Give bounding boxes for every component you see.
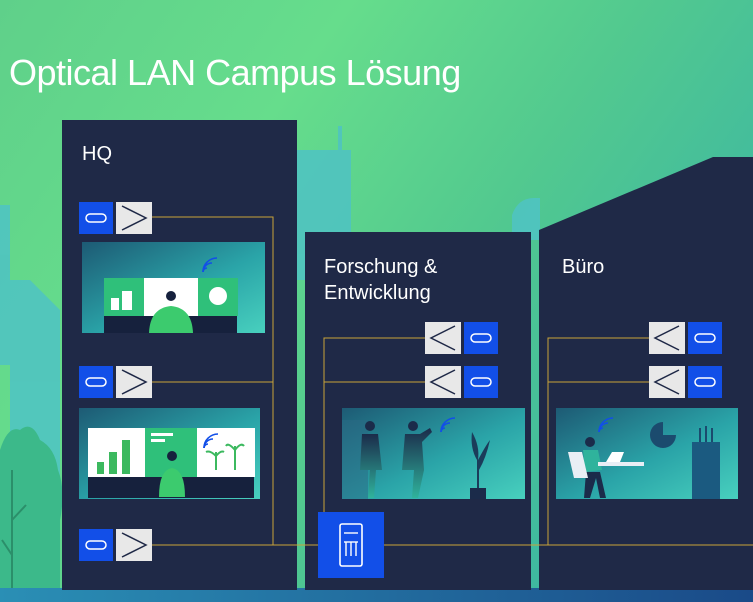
ground-strip [0,588,753,602]
office-desk-scene [556,408,738,499]
ont-device-icon [688,366,722,398]
splitter-icon [116,202,152,234]
ont-device-icon [79,202,113,234]
ont-device-icon [688,322,722,354]
wifi-icon [203,433,219,449]
building-label-hq: HQ [82,143,112,165]
wifi-icon [598,417,614,433]
ont-device-icon [79,529,113,561]
data-presentation-scene [79,408,260,499]
ont-device-icon [464,322,498,354]
building-label-office: Büro [562,256,605,278]
building-label-research: Forschung & Entwicklung [324,254,437,306]
olt-switch-icon [318,512,384,578]
wifi-icon [202,257,218,273]
wifi-icon [440,417,456,433]
splitter-icon [425,322,461,354]
splitter-icon [425,366,461,398]
splitter-icon [116,366,152,398]
splitter-icon [649,366,685,398]
splitter-icon [649,322,685,354]
fiber-lines [152,216,753,546]
ont-device-icon [464,366,498,398]
page-title: Optical LAN Campus Lösung [9,52,461,93]
building-label-research-line2: Entwicklung [324,282,431,304]
building-hq [62,120,297,590]
ont-device-icon [79,366,113,398]
building-label-research-line1: Forschung & [324,256,438,278]
plant-illustration [470,432,490,499]
research-lab-scene [342,408,525,499]
splitter-icon [116,529,152,561]
video-conference-scene [82,242,265,333]
tree-illustration [0,426,63,600]
